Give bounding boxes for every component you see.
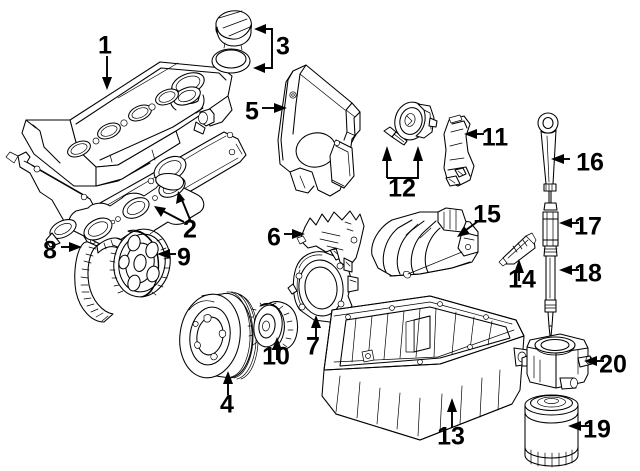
part-oil-filter — [524, 394, 579, 468]
callout-leader-2 — [154, 191, 192, 223]
callout-leader-7 — [311, 315, 321, 337]
dipstick-tube-lower-body — [545, 255, 556, 301]
callout-leader-5 — [262, 103, 287, 113]
callout-leader-17 — [559, 218, 579, 228]
callout-leader-19 — [568, 421, 590, 431]
spark-plug-well — [97, 122, 121, 140]
part-front-seal-housing — [287, 247, 359, 323]
part-upper-timing-cover — [277, 64, 361, 197]
callout-number-7[interactable]: 7 — [306, 333, 320, 361]
callout-number-3[interactable]: 3 — [276, 33, 290, 61]
part-oil-baffle — [371, 207, 479, 279]
callout-number-17[interactable]: 17 — [574, 213, 602, 241]
spark-plug-well — [67, 140, 91, 158]
callout-leader-11 — [464, 129, 484, 139]
callout-leader-20 — [584, 356, 604, 366]
part-oil-pan — [321, 295, 531, 441]
callout-number-5[interactable]: 5 — [245, 98, 259, 126]
part-timing-belt — [74, 237, 123, 323]
callout-leader-14 — [514, 259, 524, 281]
part-crank-sprocket — [247, 301, 299, 350]
callout-number-6[interactable]: 6 — [267, 224, 281, 252]
dipstick-handle-loop — [537, 112, 559, 134]
callout-number-15[interactable]: 15 — [473, 201, 501, 229]
part-oil-filter-housing — [521, 333, 593, 390]
callout-number-13[interactable]: 13 — [437, 423, 465, 451]
callout-leader-6 — [284, 229, 305, 239]
callout-leader-15 — [457, 221, 478, 237]
callout-number-11[interactable]: 11 — [482, 124, 509, 152]
callout-leader-8 — [61, 242, 82, 252]
callout-leader-18 — [559, 265, 579, 275]
callout-number-16[interactable]: 16 — [576, 149, 604, 177]
callout-leader-12 — [382, 146, 423, 179]
dipstick-tube-grommet — [542, 211, 559, 247]
callout-number-19[interactable]: 19 — [583, 416, 611, 444]
callout-leader-13 — [447, 398, 457, 427]
part-belt-tensioner — [383, 101, 438, 146]
part-oil-filler-cap — [211, 10, 252, 74]
callout-leader-9 — [157, 249, 176, 259]
part-valve-cover — [21, 61, 233, 187]
part-dipstick-assembly — [537, 112, 559, 337]
callout-leader-16 — [551, 154, 570, 164]
callout-leader-10 — [272, 337, 282, 360]
part-valve-cover-gasket — [5, 131, 247, 248]
callout-number-9[interactable]: 9 — [177, 244, 191, 272]
part-cam-sprocket — [109, 228, 171, 298]
callout-number-1[interactable]: 1 — [98, 32, 112, 60]
callout-number-10[interactable]: 10 — [262, 343, 290, 371]
callout-number-20[interactable]: 20 — [599, 351, 627, 379]
part-dipstick-clip — [498, 232, 537, 267]
callout-leader-1 — [102, 56, 112, 90]
plug-tube-seal — [122, 197, 150, 219]
callout-number-8[interactable]: 8 — [43, 237, 57, 265]
part-crank-pulley — [179, 291, 259, 380]
spark-plug-well — [155, 88, 179, 106]
callout-number-12[interactable]: 12 — [388, 175, 416, 203]
callout-number-2[interactable]: 2 — [183, 216, 197, 244]
part-lower-timing-cover — [296, 210, 365, 273]
callout-leader-3 — [253, 24, 273, 73]
callout-number-14[interactable]: 14 — [508, 266, 536, 294]
callout-leader-4 — [223, 371, 233, 395]
callout-number-18[interactable]: 18 — [574, 260, 602, 288]
callout-number-4[interactable]: 4 — [220, 391, 234, 419]
